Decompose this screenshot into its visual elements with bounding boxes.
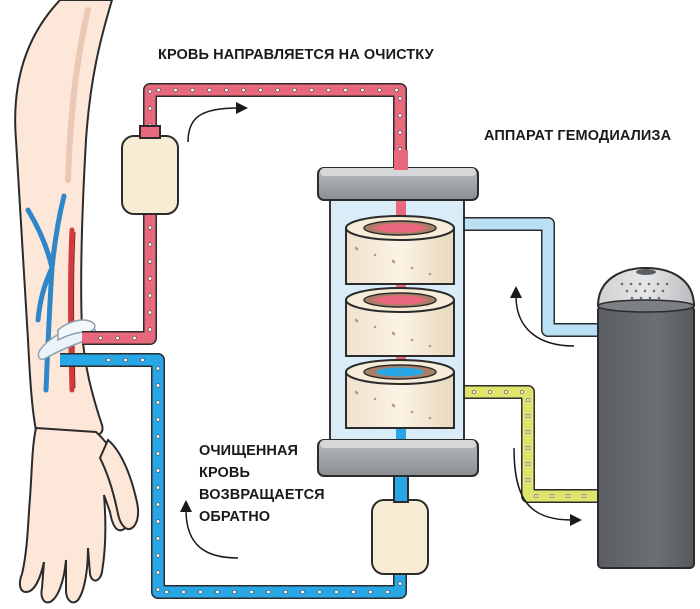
dialysate-out-line: [460, 385, 598, 503]
dialysis-machine: [596, 266, 696, 569]
dialyzer: [317, 150, 479, 503]
label-return-line-3: ВОЗВРАЩАЕТСЯ: [199, 487, 325, 503]
filter-disc-2: [345, 287, 455, 357]
fixation-tape-2: [57, 319, 96, 342]
arterial-dots: [98, 87, 403, 341]
arrow-dialysate-out: [513, 447, 573, 521]
arm-shading: [65, 7, 91, 183]
label-return-line-4: ОБРАТНО: [199, 509, 271, 525]
flow-arrows: [180, 102, 582, 559]
venous-chamber: [371, 499, 429, 575]
filter-disc-3: [345, 359, 455, 429]
label-return-line-2: КРОВЬ: [199, 465, 251, 481]
machine-vent: [620, 282, 669, 300]
label-cleaned-blood-returns: ОЧИЩЕННАЯ КРОВЬ ВОЗВРАЩАЕТСЯ ОБРАТНО: [199, 440, 325, 528]
forearm: [14, 0, 114, 436]
arm: [14, 0, 140, 604]
arrow-dialysate-in: [515, 295, 575, 347]
arrow-return: [185, 509, 239, 559]
thumb: [98, 438, 140, 530]
venous-dots: [106, 357, 403, 595]
label-return-line-1: ОЧИЩЕННАЯ: [199, 443, 299, 459]
arterial-line: [82, 83, 407, 345]
label-blood-to-cleaning: КРОВЬ НАПРАВЛЯЕТСЯ НА ОЧИСТКУ: [158, 47, 434, 63]
arrow-to-dialyzer: [187, 107, 239, 143]
label-dialysis-machine: АППАРАТ ГЕМОДИАЛИЗА: [484, 128, 672, 144]
dialysate-in-line: [462, 217, 598, 337]
arterial-chamber: [121, 125, 179, 215]
hand: [18, 426, 130, 604]
filter-disc-1: [345, 215, 455, 285]
